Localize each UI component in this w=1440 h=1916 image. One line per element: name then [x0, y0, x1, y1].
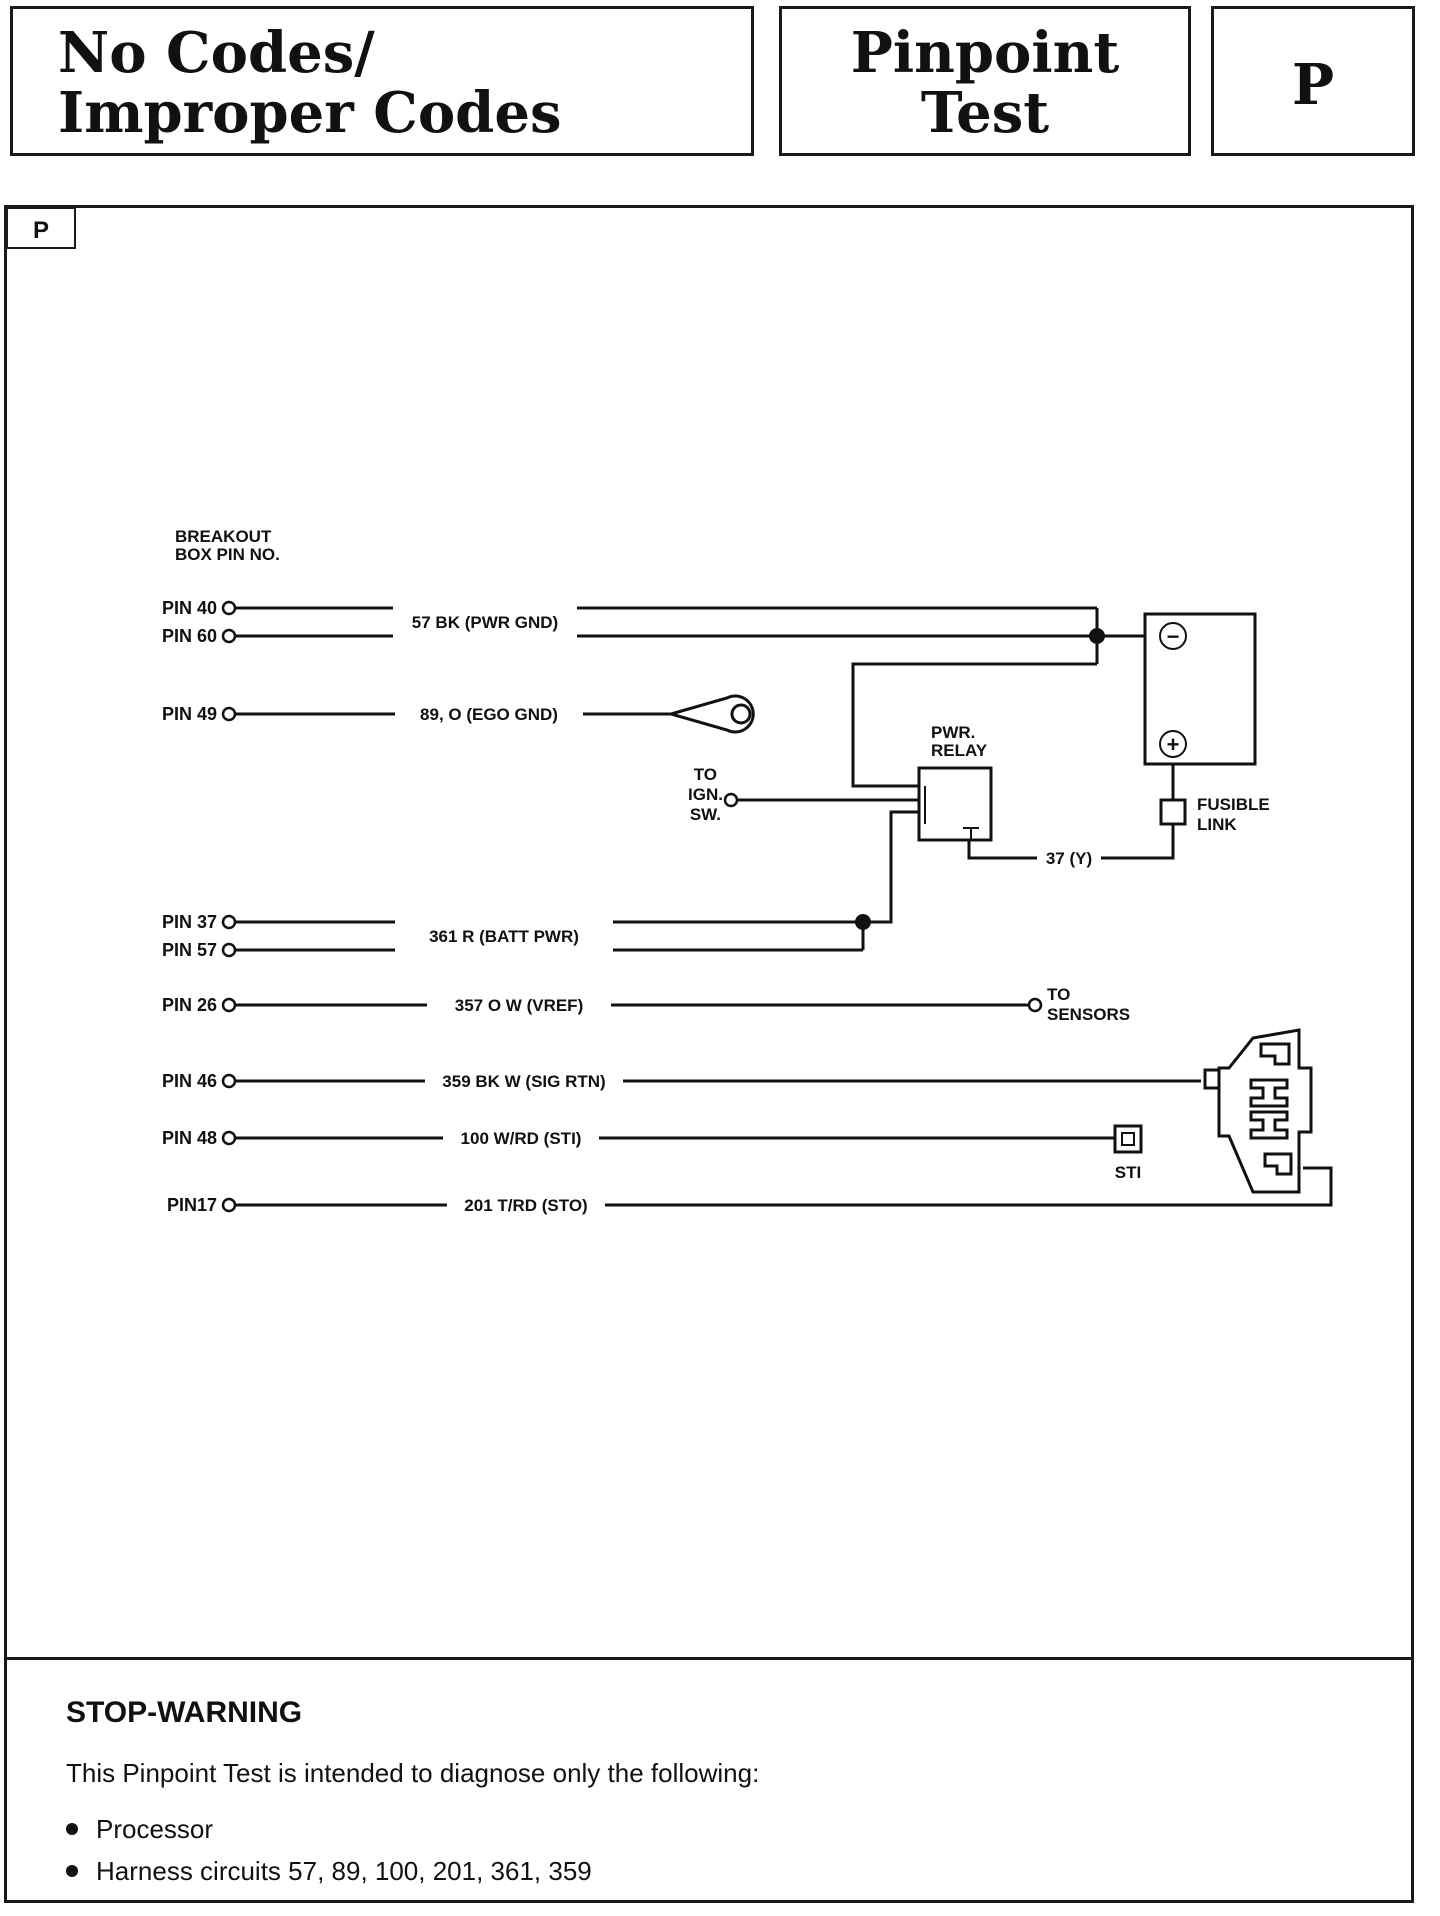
diagram-frame: P BREAKOUT BOX PIN NO.	[4, 205, 1414, 1903]
terminal-pin37	[221, 914, 237, 930]
sensors-label-1: TO	[1047, 985, 1070, 1004]
test-type: Pinpoint Test	[782, 23, 1188, 143]
relay-contacts-icon	[924, 786, 979, 840]
pin-label-37: PIN 37	[162, 912, 217, 932]
pin-label-17: PIN17	[167, 1195, 217, 1215]
title-line-1: No Codes/	[58, 20, 375, 86]
fusible-link	[1159, 798, 1187, 826]
sti-terminal-inner	[1121, 1132, 1135, 1146]
ign-label-3: SW.	[690, 805, 721, 824]
wire-37-fusible	[1101, 824, 1175, 860]
terminal-ign-sw	[723, 792, 739, 808]
circuit-label-357: 357 O W (VREF)	[455, 996, 583, 1015]
pin-label-57: PIN 57	[162, 940, 217, 960]
terminal-pin40	[221, 600, 237, 616]
header-test-box: Pinpoint Test	[779, 6, 1191, 156]
pin-label-49: PIN 49	[162, 704, 217, 724]
list-item-text: Harness circuits 57, 89, 100, 201, 361, …	[96, 1856, 592, 1886]
list-item-text: Processor	[96, 1814, 214, 1844]
diagram-tag-box	[7, 208, 76, 249]
ground-eyelet-icon	[665, 694, 755, 734]
circuit-label-359: 359 BK W (SIG RTN)	[442, 1072, 605, 1091]
wire-pin17-b	[605, 1166, 1333, 1207]
wiring-diagram: P BREAKOUT BOX PIN NO.	[7, 208, 1333, 1215]
circuit-label-100: 100 W/RD (STI)	[461, 1129, 582, 1148]
breakout-heading-2: BOX PIN NO.	[175, 545, 280, 564]
battery-minus-sign: −	[1167, 624, 1180, 649]
pin-label-40: PIN 40	[162, 598, 217, 618]
test-line-2: Test	[920, 80, 1050, 146]
list-item: Harness circuits 57, 89, 100, 201, 361, …	[66, 1856, 592, 1887]
circuit-label-201: 201 T/RD (STO)	[464, 1196, 587, 1215]
terminal-pin17	[221, 1197, 237, 1213]
pin-label-60: PIN 60	[162, 626, 217, 646]
battery-negative-icon	[1159, 622, 1187, 650]
battery-positive-icon	[1159, 730, 1187, 758]
test-letter: P	[1291, 52, 1335, 118]
splice-ground	[1089, 628, 1105, 644]
breakout-heading-1: BREAKOUT	[175, 527, 272, 546]
sti-label: STI	[1115, 1163, 1141, 1182]
circuit-label-89: 89, O (EGO GND)	[420, 705, 558, 724]
warning-title: STOP-WARNING	[66, 1696, 303, 1729]
pin-label-46: PIN 46	[162, 1071, 217, 1091]
header-letter-box: P	[1211, 6, 1415, 156]
circuit-label-37: 37 (Y)	[1046, 849, 1092, 868]
fusible-label-1: FUSIBLE	[1197, 795, 1270, 814]
wire-relay-ground	[851, 662, 1097, 788]
header-title-box: No Codes/ Improper Codes	[10, 6, 754, 156]
terminal-pin60	[221, 628, 237, 644]
circuit-label-361: 361 R (BATT PWR)	[429, 927, 579, 946]
battery-plus-sign: +	[1167, 732, 1180, 757]
circuit-label-57: 57 BK (PWR GND)	[412, 613, 558, 632]
test-line-1: Pinpoint	[850, 20, 1120, 86]
ign-label-2: IGN.	[688, 785, 723, 804]
bullet-icon	[66, 1823, 78, 1836]
relay-label-2: RELAY	[931, 741, 988, 760]
title-line-2: Improper Codes	[58, 80, 562, 146]
terminal-pin57	[221, 942, 237, 958]
terminal-pin46	[221, 1073, 237, 1089]
bullet-icon	[66, 1865, 78, 1878]
stop-warning-section: STOP-WARNING This Pinpoint Test is inten…	[4, 1657, 1414, 1903]
terminal-sensors	[1027, 997, 1043, 1013]
ign-label-1: TO	[694, 765, 717, 784]
warning-intro: This Pinpoint Test is intended to diagno…	[66, 1758, 760, 1788]
page-title: No Codes/ Improper Codes	[58, 23, 561, 143]
pin-label-48: PIN 48	[162, 1128, 217, 1148]
self-test-connector-icon	[1203, 1028, 1313, 1194]
splice-batt	[855, 914, 871, 930]
terminal-pin48	[221, 1130, 237, 1146]
terminal-pin49	[221, 706, 237, 722]
fusible-label-2: LINK	[1197, 815, 1237, 834]
sensors-label-2: SENSORS	[1047, 1005, 1130, 1024]
sti-terminal	[1113, 1124, 1143, 1154]
diagram-tag: P	[33, 217, 49, 244]
wire-batt-relay	[863, 810, 919, 924]
list-item: Processor	[66, 1814, 213, 1845]
relay-label-1: PWR.	[931, 723, 975, 742]
terminal-pin26	[221, 997, 237, 1013]
pin-label-26: PIN 26	[162, 995, 217, 1015]
power-relay	[917, 766, 993, 842]
